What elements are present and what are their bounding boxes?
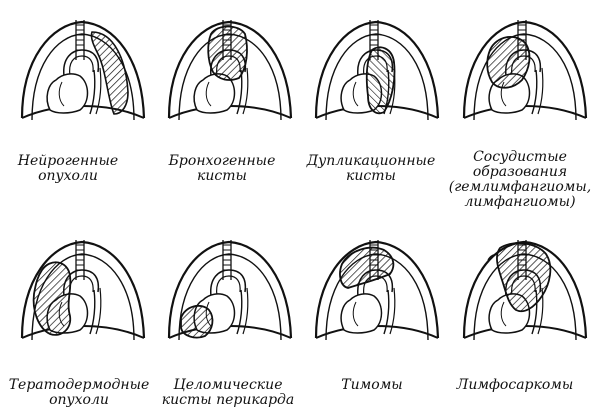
panel-vascular [460, 10, 600, 140]
lesion-vascular [486, 36, 531, 89]
diagram-coelomic [167, 238, 293, 342]
diagram-duplication [314, 18, 440, 122]
lesion-thymoma [339, 246, 395, 289]
diagram-teratodermoid [20, 238, 146, 342]
panel-coelomic [165, 230, 315, 360]
caption-vascular: Сосудистые образования (гемлимфангиомы, … [448, 149, 592, 210]
lesion-lymphosarcoma [496, 242, 552, 313]
lesion-teratodermoid [32, 261, 72, 336]
panel-neurogenic [18, 10, 168, 140]
lesion-bronchogenic [207, 25, 248, 81]
panel-lymphosarcoma [460, 230, 600, 360]
diagram-bronchogenic [167, 18, 293, 122]
diagram-neurogenic [20, 18, 146, 122]
caption-teratodermoid: Тератодермодные опухоли [8, 377, 150, 408]
caption-neurogenic: Нейрогенные опухоли [17, 153, 119, 184]
panel-bronchogenic [165, 10, 315, 140]
caption-duplication: Дупликационные кисты [306, 153, 436, 184]
caption-thymoma: Тимомы [341, 377, 403, 393]
caption-coelomic: Целомические кисты перикарда [161, 377, 295, 408]
lesion-duplication [365, 46, 396, 115]
diagram-vascular [462, 18, 588, 122]
diagram-thymoma [314, 238, 440, 342]
caption-bronchogenic: Бронхогенные кисты [168, 153, 276, 184]
caption-lymphosarcoma: Лимфосаркомы [456, 377, 574, 393]
lesion-coelomic [180, 304, 214, 339]
panel-thymoma [312, 230, 462, 360]
panel-duplication [312, 10, 462, 140]
lesion-neurogenic [90, 31, 129, 115]
panel-teratodermoid [18, 230, 168, 360]
diagram-lymphosarcoma [462, 238, 588, 342]
